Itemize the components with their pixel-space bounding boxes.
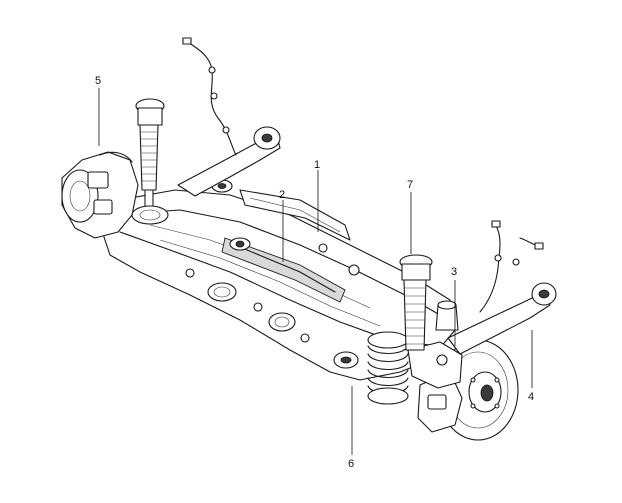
callout-1: 1 xyxy=(314,159,320,171)
right-abs-sensor-wire xyxy=(479,220,544,313)
left-shock-absorber xyxy=(135,98,165,213)
right-brake-caliper xyxy=(417,371,463,433)
right-knuckle xyxy=(407,341,463,389)
rear-subframe xyxy=(99,189,456,381)
right-shock-absorber xyxy=(399,254,433,351)
callout-5: 5 xyxy=(95,75,101,87)
left-abs-sensor-wire xyxy=(182,37,237,156)
left-upper-arm xyxy=(177,126,281,197)
callout-labels: 1 2 3 4 5 6 7 xyxy=(95,75,534,470)
callout-3: 3 xyxy=(451,266,457,278)
callout-2: 2 xyxy=(279,189,285,201)
leader-lines xyxy=(98,88,533,455)
callout-6: 6 xyxy=(348,458,354,470)
right-lower-arm xyxy=(447,282,557,355)
left-knuckle-and-hub xyxy=(61,151,139,239)
callout-7: 7 xyxy=(407,179,413,191)
right-coil-spring xyxy=(367,331,409,405)
left-spring-seat xyxy=(131,179,233,225)
callout-4: 4 xyxy=(528,391,534,403)
right-bump-stop xyxy=(435,300,459,331)
right-spring-seat xyxy=(333,351,359,369)
